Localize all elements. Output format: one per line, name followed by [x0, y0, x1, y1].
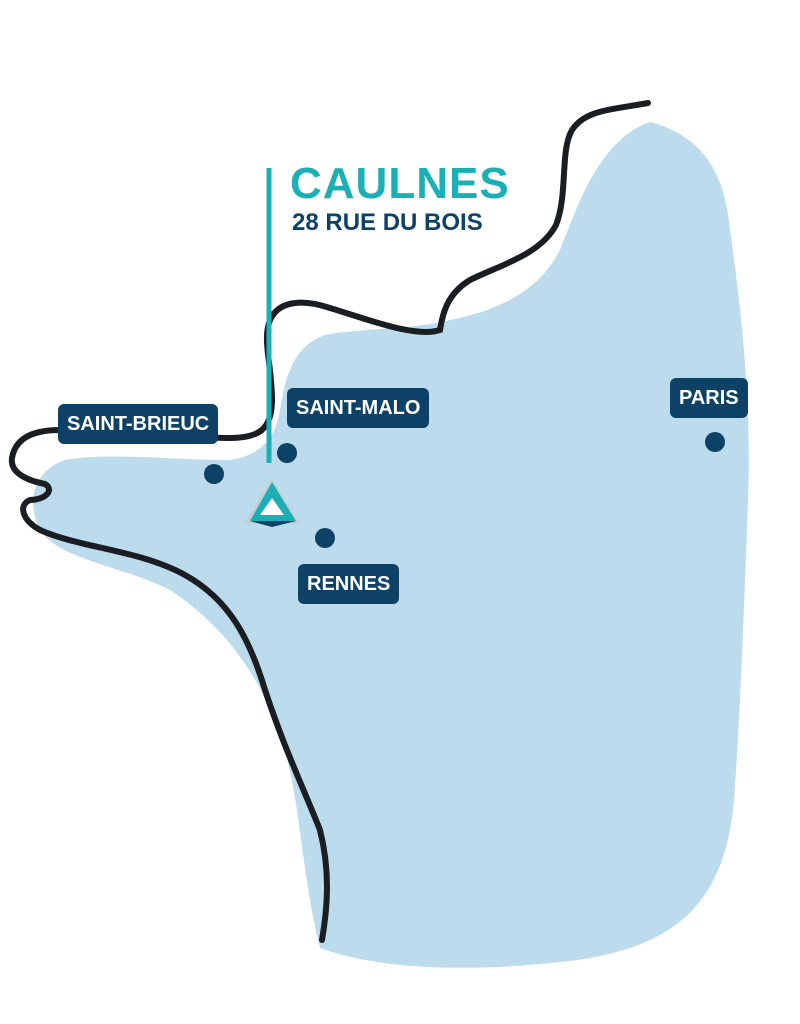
city-label-rennes: RENNES	[298, 564, 400, 604]
location-address: 28 RUE DU BOIS	[292, 209, 483, 236]
city-dot-rennes	[315, 528, 335, 548]
city-dot-saint-brieuc	[204, 464, 224, 484]
city-label-paris: PARIS	[670, 378, 748, 418]
city-label-saint-malo: SAINT-MALO	[287, 388, 430, 428]
land-area	[33, 122, 749, 968]
city-dot-paris	[705, 432, 725, 452]
city-dot-saint-malo	[277, 443, 297, 463]
city-label-saint-brieuc: SAINT-BRIEUC	[58, 404, 219, 444]
location-city-title: CAULNES	[290, 159, 510, 208]
triangle-logo-icon	[244, 478, 300, 527]
